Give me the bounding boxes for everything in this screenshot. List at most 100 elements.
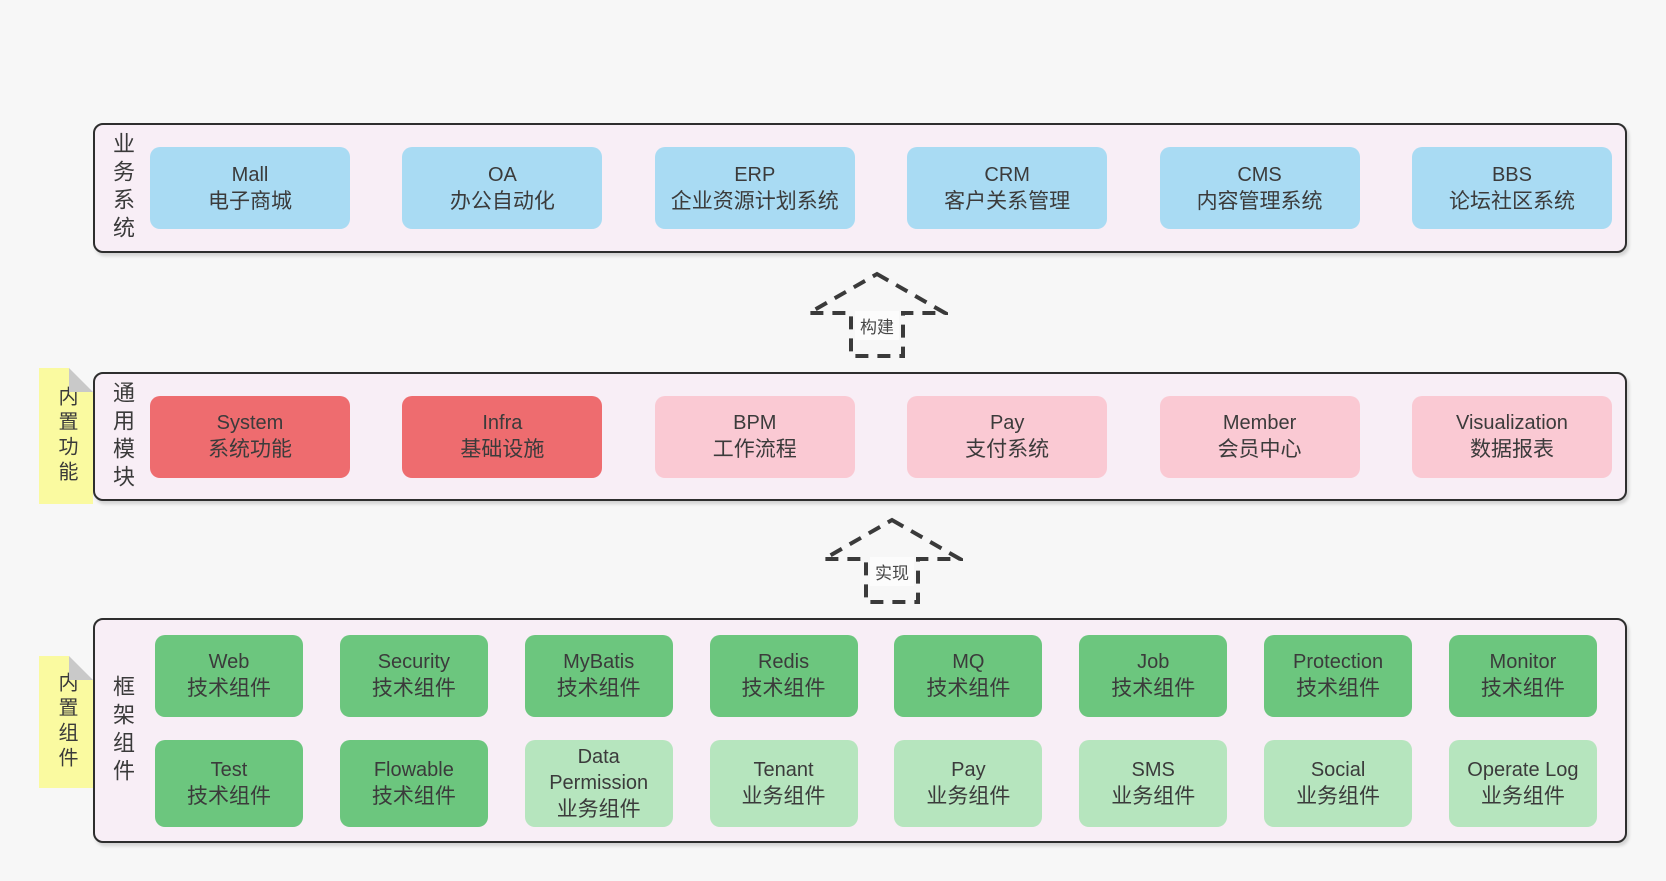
box-subtitle: 系统功能 — [208, 438, 292, 461]
box-title: Mall — [231, 163, 269, 186]
box-flowable: Flowable 技术组件 — [339, 739, 488, 827]
box-subtitle: 客户关系管理 — [944, 189, 1071, 213]
box-system: System 系统功能 — [150, 395, 350, 478]
band-label-text: 框架组件 — [110, 674, 135, 787]
box-bpm: BPM 工作流程 — [654, 395, 855, 478]
box-title: Pay — [989, 412, 1025, 434]
arrow-build-label: 构建 — [855, 311, 899, 340]
box-subtitle: 内容管理系统 — [1196, 189, 1323, 213]
box-title: Pay — [951, 758, 986, 781]
box-subtitle: 业务组件 — [741, 784, 826, 808]
box-title: Redis — [757, 651, 810, 673]
box-crm: CRM 客户关系管理 — [907, 147, 1108, 229]
box-title: Flowable — [373, 758, 454, 781]
box-title: Tenant — [753, 758, 814, 781]
box-subtitle: 电子商城 — [208, 189, 292, 213]
box-subtitle: 技术组件 — [1296, 677, 1381, 700]
box-infra: Infra 基础设施 — [402, 395, 603, 478]
box-title: Operate Log — [1467, 758, 1579, 781]
box-title: BPM — [733, 412, 777, 434]
box-title: CRM — [984, 163, 1030, 186]
box-web: Web 技术组件 — [155, 634, 303, 717]
box-tenant: Tenant 业务组件 — [709, 739, 858, 827]
sticky-text: 内置功能 — [55, 386, 77, 486]
box-subtitle: 业务组件 — [926, 784, 1011, 808]
box-subtitle: 业务组件 — [1480, 784, 1565, 808]
box-pay: Pay 业务组件 — [894, 739, 1043, 827]
box-subtitle: 技术组件 — [187, 677, 271, 700]
box-sms: SMS 业务组件 — [1079, 739, 1228, 827]
box-title: OA — [487, 163, 517, 186]
box-title: Data Permission — [549, 745, 649, 794]
box-subtitle: 工作流程 — [712, 438, 797, 461]
box-title: MyBatis — [563, 651, 635, 673]
box-subtitle: 业务组件 — [556, 797, 641, 821]
box-title: ERP — [734, 163, 776, 186]
sticky-text: 内置组件 — [55, 672, 77, 772]
band-label-common-modules: 通用模块 — [95, 374, 149, 499]
box-mall: Mall 电子商城 — [150, 147, 350, 229]
box-title: SMS — [1131, 758, 1175, 781]
box-subtitle: 技术组件 — [556, 677, 641, 700]
folded-corner-icon — [69, 368, 93, 392]
box-title: Security — [377, 651, 450, 673]
band-label-text: 通用模块 — [110, 380, 135, 493]
sticky-note-built-in-components: 内置组件 — [39, 656, 93, 788]
box-subtitle: 技术组件 — [371, 784, 456, 808]
box-title: Member — [1222, 412, 1297, 434]
arrow-implement-label: 实现 — [870, 557, 914, 586]
box-subtitle: 技术组件 — [1111, 677, 1196, 700]
box-title: BBS — [1491, 163, 1532, 186]
box-title: Job — [1137, 651, 1170, 673]
box-subtitle: 会员中心 — [1217, 438, 1302, 461]
box-title: Visualization — [1455, 412, 1568, 434]
box-security: Security 技术组件 — [339, 634, 488, 717]
band-label-text: 业务系统 — [110, 132, 135, 244]
box-member: Member 会员中心 — [1159, 395, 1360, 478]
arrow-build: 构建 — [806, 271, 948, 359]
box-title: Social — [1310, 758, 1366, 781]
box-subtitle: 基础设施 — [460, 438, 545, 461]
box-title: Web — [208, 651, 250, 673]
box-title: Monitor — [1489, 651, 1557, 673]
folded-corner-icon — [69, 656, 93, 680]
box-subtitle: 技术组件 — [371, 677, 456, 700]
arrow-implement: 实现 — [821, 517, 963, 605]
box-title: Infra — [482, 412, 523, 434]
box-cms: CMS 内容管理系统 — [1159, 147, 1360, 229]
box-subtitle: 业务组件 — [1296, 784, 1381, 808]
box-subtitle: 业务组件 — [1111, 784, 1196, 808]
box-subtitle: 数据报表 — [1469, 438, 1554, 461]
box-subtitle: 论坛社区系统 — [1448, 189, 1575, 213]
box-subtitle: 技术组件 — [187, 784, 271, 808]
band-framework-components: 框架组件 Web 技术组件 Security 技术组件 MyBatis 技术组件 Redis… — [93, 618, 1627, 843]
up-arrow-icon — [821, 517, 963, 604]
box-operate-log: Operate Log 业务组件 — [1448, 739, 1597, 827]
box-mybatis: MyBatis 技术组件 — [524, 634, 673, 717]
box-job: Job 技术组件 — [1079, 634, 1228, 717]
box-bbs: BBS 论坛社区系统 — [1411, 147, 1612, 229]
box-social: Social 业务组件 — [1264, 739, 1413, 827]
box-monitor: Monitor 技术组件 — [1448, 634, 1597, 717]
box-title: CMS — [1237, 163, 1282, 186]
band-label-framework-components: 框架组件 — [95, 620, 149, 841]
box-title: System — [216, 412, 284, 434]
box-subtitle: 技术组件 — [1480, 677, 1565, 700]
sticky-note-built-in-features: 内置功能 — [39, 368, 93, 504]
